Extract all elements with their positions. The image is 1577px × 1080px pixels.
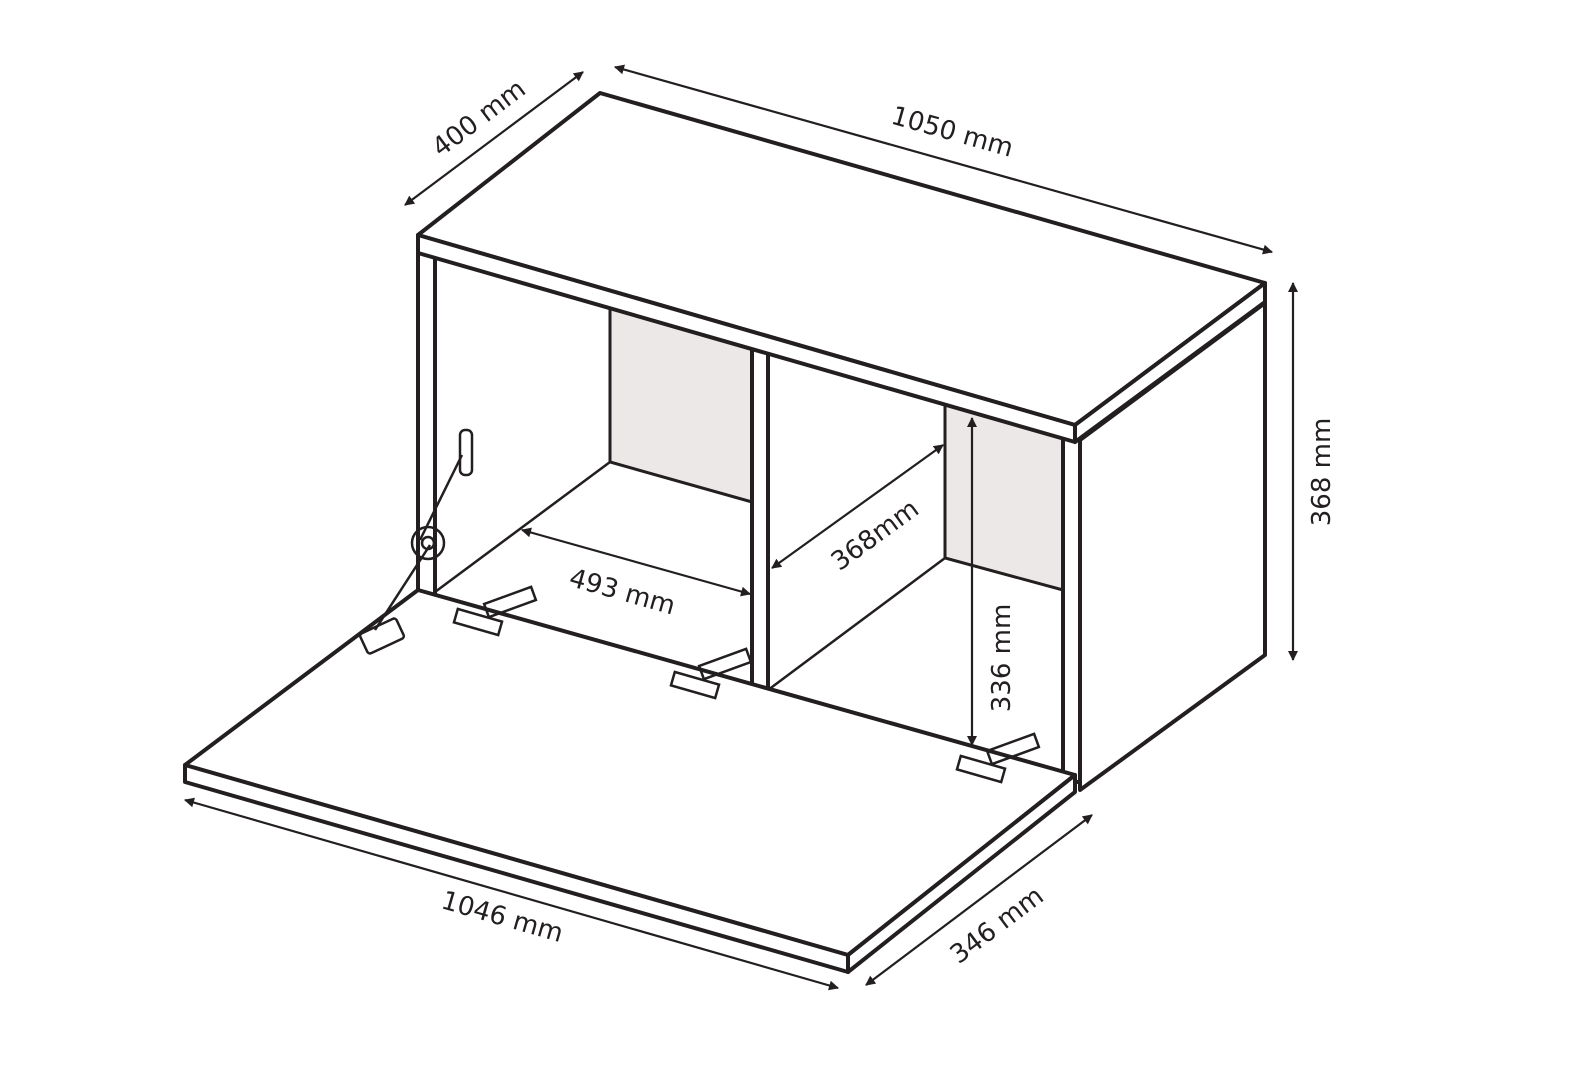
label-1046: 1046 mm (438, 886, 567, 949)
top-panel-side-edge (1073, 281, 1267, 444)
dimension-line-1046 (184, 797, 839, 991)
label-368-outer: 368 mm (1307, 418, 1337, 527)
middle-divider (750, 343, 770, 692)
hinge-icon (669, 647, 753, 700)
label-336: 336 mm (987, 604, 1017, 713)
label-1050: 1050 mm (888, 101, 1017, 164)
label-493: 493 mm (566, 563, 679, 621)
dimension-line-493 (521, 527, 751, 597)
right-floor-edge (767, 556, 946, 692)
dimension-line-400 (404, 71, 584, 206)
dimension-line-346 (865, 814, 1093, 986)
right-side-front-edge (1061, 430, 1082, 784)
dimension-line-1050 (614, 64, 1273, 255)
dimension-line-368-inner (771, 444, 944, 569)
label-368-inner: 368mm (826, 494, 925, 577)
left-floor-edge (434, 460, 611, 594)
label-346: 346 mm (945, 881, 1050, 970)
hinge-icon (955, 732, 1041, 784)
lid-stay-icon (358, 428, 474, 655)
